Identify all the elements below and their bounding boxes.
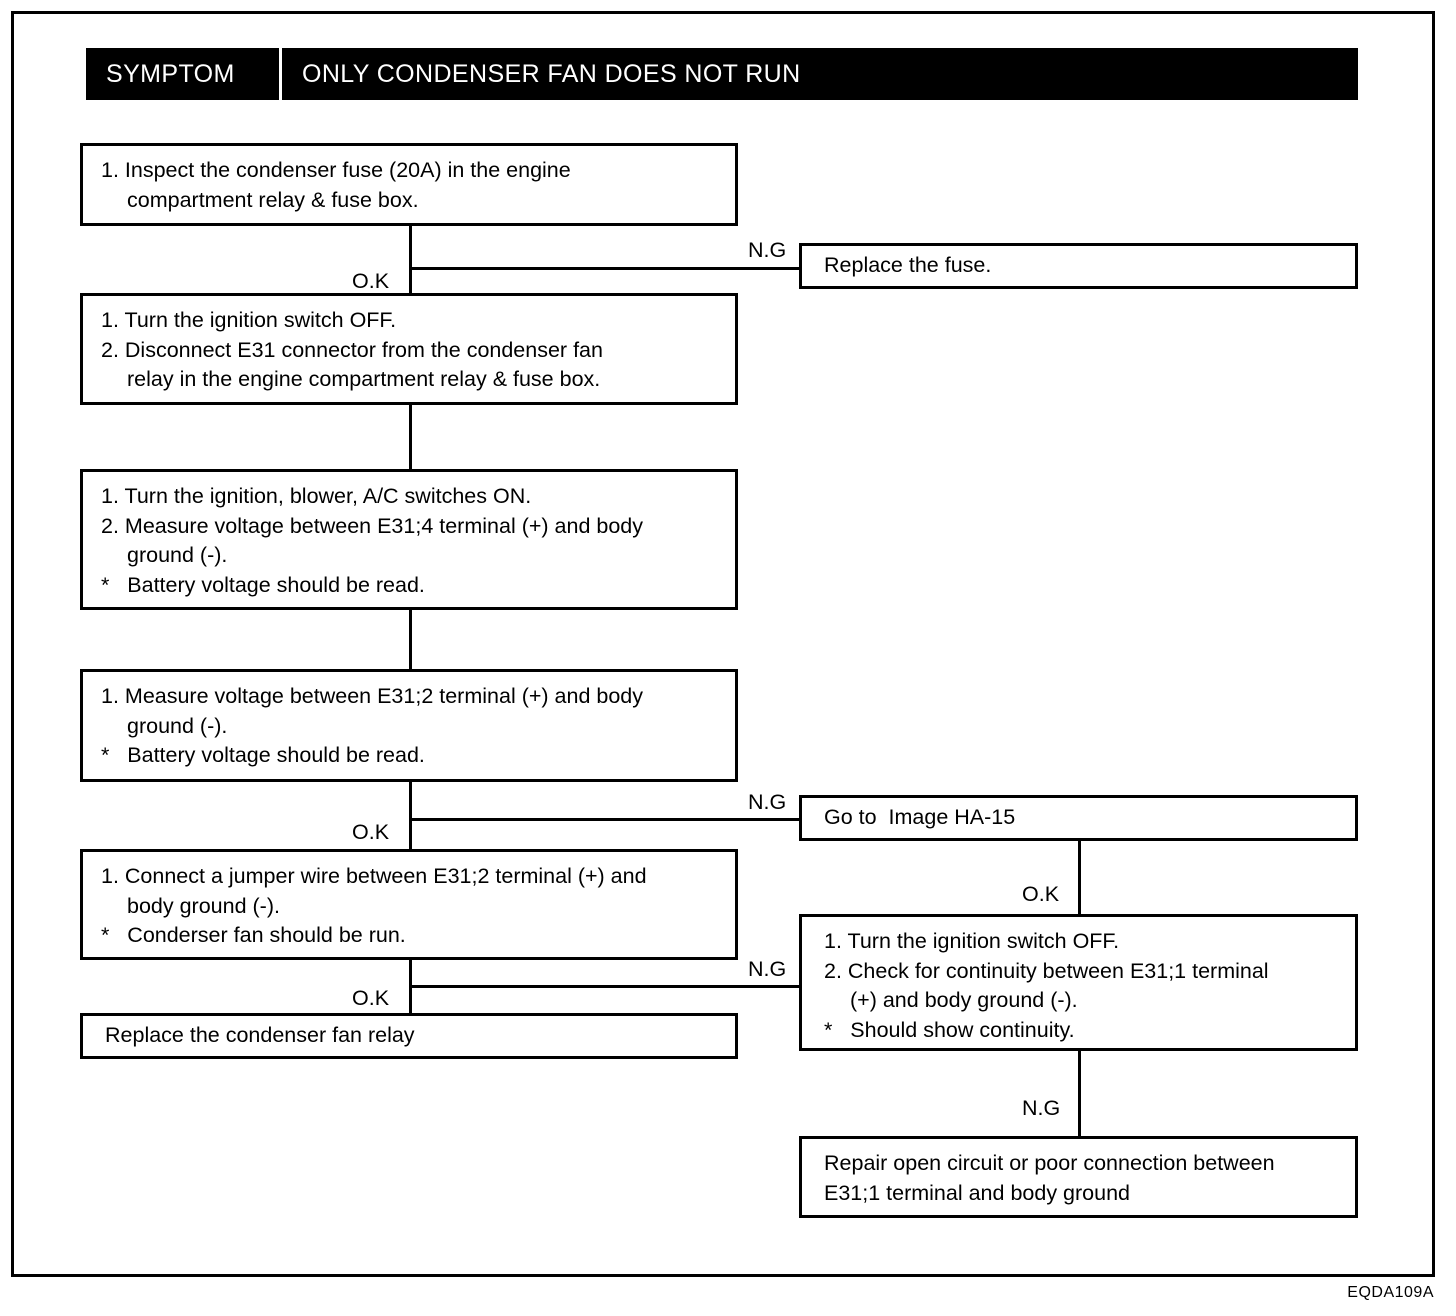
step-line: Go to Image HA-15	[824, 805, 1016, 829]
symptom-header-banner: SYMPTOM ONLY CONDENSER FAN DOES NOT RUN	[86, 48, 1358, 100]
branch-label-ok: O.K	[352, 986, 390, 1010]
step-line: 1. Turn the ignition switch OFF.	[101, 308, 397, 332]
branch-label-ng: N.G	[748, 238, 787, 262]
step-line: 1. Turn the ignition, blower, A/C switch…	[101, 484, 532, 508]
step-line: 1. Inspect the condenser fuse (20A) in t…	[101, 158, 571, 182]
step-box-measure-e31-4: 1. Turn the ignition, blower, A/C switch…	[80, 469, 738, 610]
step-line: 1. Connect a jumper wire between E31;2 t…	[101, 864, 647, 888]
step-line: * Should show continuity.	[824, 1017, 1075, 1042]
branch-label-ok: O.K	[1022, 882, 1060, 906]
step-line: Replace the fuse.	[824, 253, 992, 277]
connector-box1-ng	[409, 267, 801, 270]
step-box-measure-e31-2: 1. Measure voltage between E31;2 termina…	[80, 669, 738, 782]
step-box-goto-reference: Go to Image HA-15	[799, 795, 1358, 841]
connector-box1-to-box2	[409, 226, 412, 293]
document-code: EQDA109A	[1347, 1284, 1434, 1301]
symptom-label: SYMPTOM	[106, 59, 235, 88]
step-line: ground (-).	[127, 543, 228, 567]
step-line: 1. Turn the ignition switch OFF.	[824, 929, 1120, 953]
step-line: E31;1 terminal and body ground	[824, 1180, 1130, 1205]
step-line: (+) and body ground (-).	[850, 988, 1078, 1012]
connector-box2-to-box3	[409, 405, 412, 469]
step-line: body ground (-).	[127, 893, 280, 918]
connector-goto-to-continuity	[1078, 841, 1081, 914]
step-line: ground (-).	[127, 713, 228, 738]
step-line: * Battery voltage should be read.	[101, 743, 425, 767]
connector-box5-ng	[409, 985, 801, 988]
step-line: Repair open circuit or poor connection b…	[824, 1151, 1275, 1175]
branch-label-ng: N.G	[1022, 1096, 1061, 1120]
step-box-replace-fuse: Replace the fuse.	[799, 243, 1358, 289]
step-line: relay in the engine compartment relay & …	[127, 367, 601, 391]
branch-label-ng: N.G	[748, 957, 787, 981]
step-box-disconnect-e31: 1. Turn the ignition switch OFF. 2. Disc…	[80, 293, 738, 405]
step-box-inspect-fuse: 1. Inspect the condenser fuse (20A) in t…	[80, 143, 738, 226]
branch-label-ng: N.G	[748, 790, 787, 814]
connector-box4-to-box5	[409, 782, 412, 849]
document-frame	[11, 11, 1435, 1277]
connector-box3-to-box4	[409, 610, 412, 669]
result-box-replace-relay: Replace the condenser fan relay	[80, 1013, 738, 1059]
step-line: 2. Check for continuity between E31;1 te…	[824, 958, 1269, 983]
step-line: Replace the condenser fan relay	[105, 1023, 415, 1047]
step-box-check-continuity: 1. Turn the ignition switch OFF. 2. Chec…	[799, 914, 1358, 1051]
step-line: * Conderser fan should be run.	[101, 923, 406, 947]
connector-box4-ng	[409, 818, 801, 821]
result-box-repair-open-circuit: Repair open circuit or poor connection b…	[799, 1136, 1358, 1218]
step-line: 1. Measure voltage between E31;2 termina…	[101, 684, 644, 708]
branch-label-ok: O.K	[352, 269, 390, 293]
branch-label-ok: O.K	[352, 820, 390, 844]
connector-continuity-to-repair	[1078, 1051, 1081, 1136]
header-divider	[279, 48, 282, 100]
step-line: compartment relay & fuse box.	[127, 187, 419, 212]
step-line: 2. Measure voltage between E31;4 termina…	[101, 513, 644, 538]
step-line: * Battery voltage should be read.	[101, 572, 425, 597]
step-line: 2. Disconnect E31 connector from the con…	[101, 337, 603, 362]
step-box-jumper-wire: 1. Connect a jumper wire between E31;2 t…	[80, 849, 738, 960]
symptom-title: ONLY CONDENSER FAN DOES NOT RUN	[302, 59, 801, 88]
